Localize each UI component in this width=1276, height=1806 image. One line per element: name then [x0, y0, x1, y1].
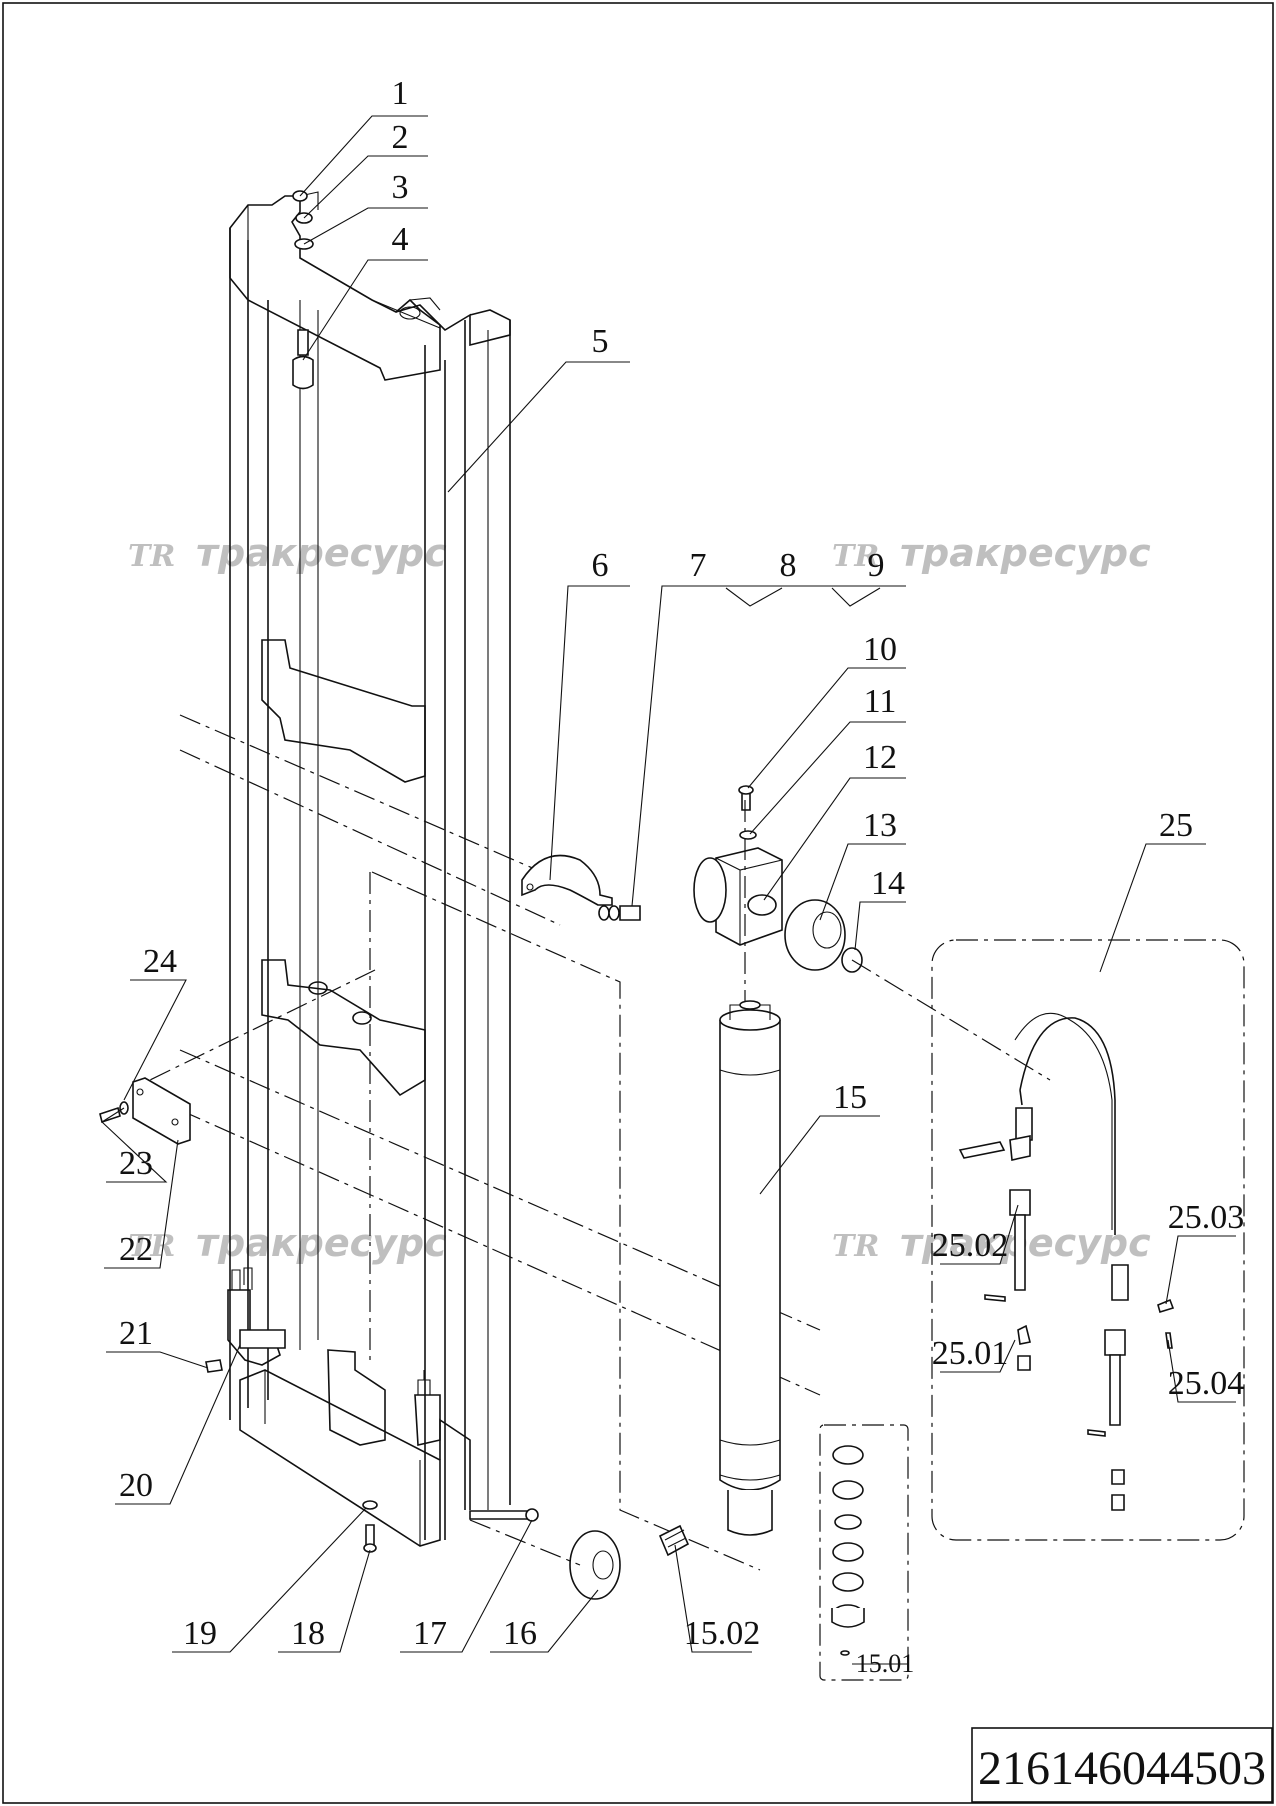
part-25-chain-kit: [851, 939, 1245, 1541]
part-11-washer: [739, 830, 757, 840]
label-part-13: 13: [863, 807, 897, 844]
part-22-plate: [132, 1077, 191, 1145]
watermark-top-left: TR тракресурс: [128, 531, 447, 575]
svg-text:TR: TR: [128, 1229, 175, 1264]
part-15-01-seal-kit: [819, 1424, 909, 1681]
label-part-12: 12: [863, 739, 897, 776]
part-20-anchor: [239, 1329, 286, 1349]
svg-text:TR: TR: [832, 1229, 879, 1264]
label-part-15-01: 15.01: [856, 1649, 915, 1678]
label-part-1: 1: [392, 75, 409, 112]
label-part-19: 19: [183, 1615, 217, 1652]
label-part-16: 16: [503, 1615, 537, 1652]
label-part-8: 8: [780, 547, 797, 584]
label-part-4: 4: [392, 221, 409, 258]
label-part-15: 15: [833, 1079, 867, 1116]
label-part-21: 21: [119, 1315, 153, 1352]
label-part-25: 25: [1159, 807, 1193, 844]
part-13-roller-bearing: [784, 899, 846, 971]
mast-frame: [149, 191, 821, 1571]
label-part-25-02: 25.02: [932, 1227, 1009, 1264]
leader-lines: [101, 115, 1236, 1665]
label-part-7: 7: [690, 547, 707, 584]
part-15-02-fitting: [658, 1524, 690, 1557]
part-4-pin-bushing: [292, 329, 314, 390]
label-part-10: 10: [863, 631, 897, 668]
watermark-bottom-left: TR тракресурс: [128, 1221, 447, 1265]
label-part-25-01: 25.01: [932, 1335, 1009, 1372]
part-7-9-screw-set: [598, 905, 641, 921]
label-part-6: 6: [592, 547, 609, 584]
label-part-2: 2: [392, 119, 409, 156]
svg-text:TR: TR: [128, 539, 175, 574]
part-12-roller-bracket: [693, 847, 783, 946]
part-15-lift-cylinder: [719, 800, 781, 1536]
label-part-24: 24: [143, 943, 177, 980]
part-16-roller: [469, 1519, 621, 1600]
label-part-14: 14: [871, 865, 905, 902]
label-part-25-03: 25.03: [1168, 1199, 1245, 1236]
part-19-washer: [362, 1500, 378, 1510]
label-part-17: 17: [413, 1615, 447, 1652]
label-part-11: 11: [864, 683, 897, 720]
part-23-bolt: [99, 1106, 121, 1124]
label-part-5: 5: [592, 323, 609, 360]
part-17-bolt: [469, 1508, 539, 1522]
label-part-15-02: 15.02: [684, 1615, 761, 1652]
svg-text:TR: TR: [832, 539, 879, 574]
svg-text:тракресурс: тракресурс: [900, 531, 1151, 575]
label-part-23: 23: [119, 1145, 153, 1182]
label-part-3: 3: [392, 169, 409, 206]
drawing-number: 216146044503: [978, 1742, 1266, 1795]
part-6-clamp-bracket: [521, 854, 613, 906]
drawing-number-box: 216146044503: [971, 1727, 1273, 1803]
part-21-bolt: [205, 1359, 223, 1373]
part-number-labels: 1 2 3 4 5 6 7 8 9 10 11 12 13 14 15 16 1…: [119, 75, 1244, 1678]
svg-text:тракресурс: тракресурс: [196, 531, 447, 575]
part-18-bolt: [363, 1524, 377, 1553]
label-part-22: 22: [119, 1231, 153, 1268]
label-part-18: 18: [291, 1615, 325, 1652]
watermark-top-right: TR тракресурс: [832, 531, 1151, 575]
part-10-screw: [738, 785, 754, 811]
label-part-25-04: 25.04: [1168, 1365, 1245, 1402]
svg-text:тракресурс: тракресурс: [196, 1221, 447, 1265]
label-part-20: 20: [119, 1467, 153, 1504]
label-part-9: 9: [868, 547, 885, 584]
